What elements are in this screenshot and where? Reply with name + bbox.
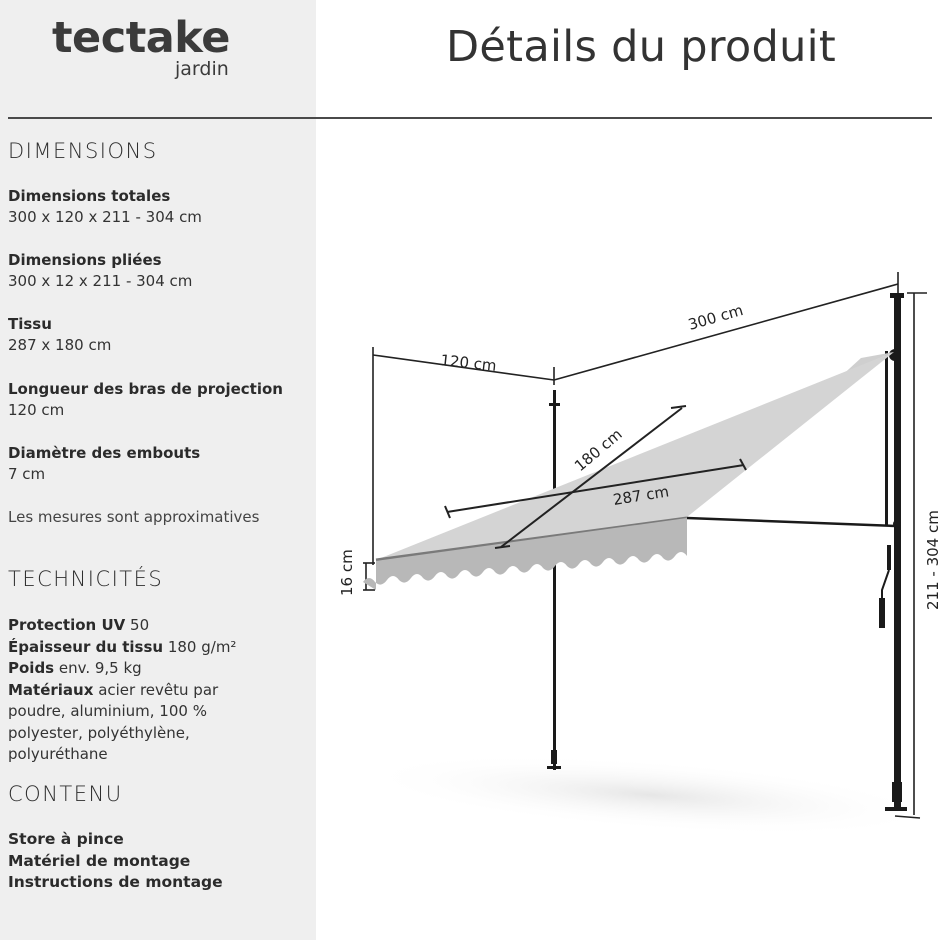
contents-item: Store à pince — [8, 830, 124, 848]
label-height: 211 - 304 cm — [924, 510, 940, 610]
right-pole — [879, 293, 907, 811]
brand-name: tectake — [52, 13, 230, 63]
spec-folded-dimensions: Dimensions pliées 300 x 12 x 211 - 304 c… — [8, 250, 192, 292]
dimensions-title: DIMENSIONS — [8, 139, 158, 163]
technicites-list: Protection UV 50 Épaisseur du tissu 180 … — [8, 615, 268, 766]
tech-label: Poids — [8, 659, 55, 677]
contents-list: Store à pince Matériel de montage Instru… — [8, 829, 223, 894]
label-valance: 16 cm — [338, 549, 356, 596]
tech-value: acier revêtu par poudre, aluminium, 100 … — [8, 680, 219, 764]
page-title: Détails du produit — [446, 22, 837, 72]
spec-value: 287 x 180 cm — [8, 336, 112, 354]
tech-value: 50 — [130, 616, 150, 634]
tech-value: env. 9,5 kg — [58, 659, 142, 677]
spec-label: Tissu — [8, 315, 52, 333]
awning-valance — [363, 518, 687, 590]
ground-shadow — [360, 754, 940, 836]
contents-item: Instructions de montage — [8, 873, 223, 891]
contents-item: Matériel de montage — [8, 851, 191, 870]
tech-label: Protection UV — [8, 616, 126, 634]
spec-value: 300 x 12 x 211 - 304 cm — [8, 272, 193, 290]
spec-label: Dimensions totales — [8, 187, 171, 205]
spec-label: Longueur des bras de projection — [8, 380, 283, 398]
tech-label: Épaisseur du tissu — [8, 637, 164, 656]
tech-uv: Protection UV 50 — [8, 615, 268, 637]
header-divider — [8, 117, 932, 119]
brand-sub: jardin — [175, 58, 229, 80]
front-bar — [375, 516, 688, 562]
tech-label: Matériaux — [8, 680, 94, 699]
measurements-note: Les mesures sont approximatives — [8, 508, 260, 526]
tech-fabric-weight: Épaisseur du tissu 180 g/m² — [8, 637, 268, 659]
spec-fabric: Tissu 287 x 180 cm — [8, 314, 111, 356]
spec-endcap-diameter: Diamètre des embouts 7 cm — [8, 443, 200, 485]
brand-logo: tectake jardin — [52, 12, 230, 80]
awning-fabric-top — [376, 352, 894, 560]
spec-total-dimensions: Dimensions totales 300 x 120 x 211 - 304… — [8, 186, 202, 228]
spec-label: Diamètre des embouts — [8, 444, 201, 462]
spec-arm-length: Longueur des bras de projection 120 cm — [8, 379, 283, 421]
tech-value: 180 g/m² — [167, 637, 237, 656]
dimension-lines — [363, 272, 927, 819]
spec-value: 300 x 120 x 211 - 304 cm — [8, 208, 202, 226]
spec-value: 120 cm — [8, 401, 65, 419]
tech-materials: Matériaux acier revêtu par poudre, alumi… — [8, 680, 268, 766]
tech-weight: Poids env. 9,5 kg — [8, 658, 268, 680]
spec-value: 7 cm — [8, 465, 46, 483]
left-pole — [547, 390, 561, 770]
left-panel — [0, 0, 316, 940]
spec-label: Dimensions pliées — [8, 251, 162, 269]
technicites-title: TECHNICITÉS — [8, 567, 164, 591]
fabric-dimension-lines — [444, 405, 747, 549]
contenu-title: CONTENU — [8, 782, 123, 806]
label-arm-length: 120 cm — [440, 351, 498, 375]
awning-diagram: 120 cm 300 cm 180 cm 287 cm 16 cm 211 - … — [338, 272, 940, 836]
side-arm — [686, 516, 896, 528]
